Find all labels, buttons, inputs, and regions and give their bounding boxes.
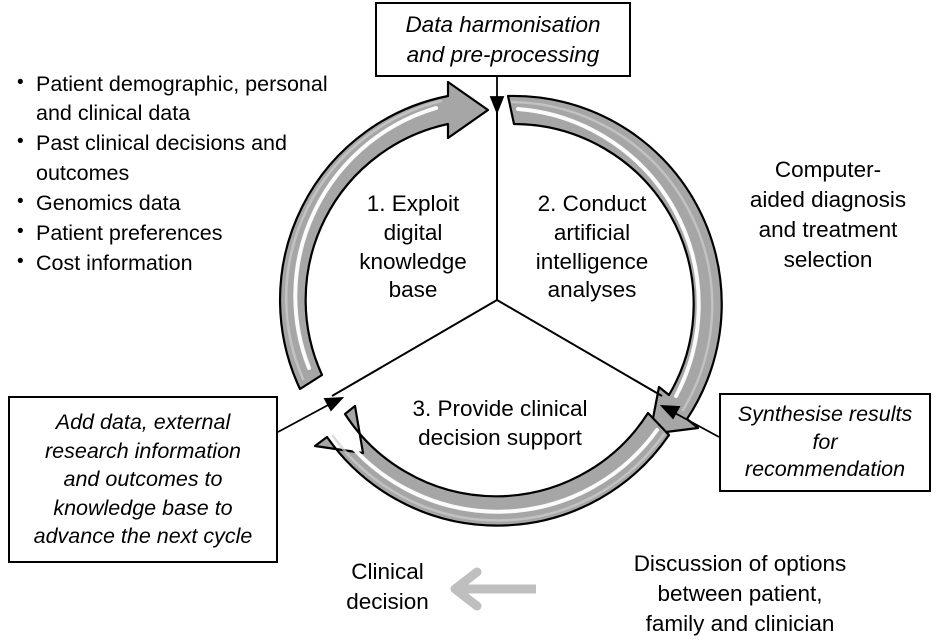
annotation-line: between patient, bbox=[657, 580, 823, 606]
bullet-icon: • bbox=[17, 131, 24, 153]
list-item-label: Patient preferences bbox=[36, 221, 223, 246]
bullet-icon: • bbox=[17, 221, 24, 243]
callout-line: and pre-processing bbox=[406, 41, 600, 67]
connector-left bbox=[277, 396, 345, 433]
segment-line: digital bbox=[383, 219, 443, 245]
connector-top bbox=[489, 77, 505, 115]
annotation-line: Clinical bbox=[351, 559, 424, 584]
annotation-discussion-of-options: Discussion of options between patient, f… bbox=[540, 549, 936, 639]
segment-line: 1. Exploit bbox=[366, 191, 460, 216]
callout-data-harmonisation: Data harmonisation and pre-processing bbox=[375, 2, 631, 77]
bullet-icon: • bbox=[17, 251, 24, 273]
segment-line: 3. Provide clinical bbox=[412, 396, 588, 421]
segment-line: base bbox=[388, 277, 438, 303]
list-item: • Patient demographic, personal and clin… bbox=[10, 70, 340, 128]
callout-line: research information bbox=[45, 438, 241, 463]
list-item: • Genomics data bbox=[10, 189, 340, 218]
list-item-label: Past clinical decisions and outcomes bbox=[36, 131, 287, 185]
list-item-label: Patient demographic, personal and clinic… bbox=[36, 72, 328, 126]
annotation-computer-aided-diagnosis: Computer- aided diagnosis and treatment … bbox=[728, 155, 928, 275]
callout-line: Add data, external bbox=[55, 410, 231, 435]
annotation-clinical-decision: Clinical decision bbox=[325, 557, 450, 617]
cycle-segment-3-label: 3. Provide clinical decision support bbox=[375, 395, 625, 453]
annotation-line: decision bbox=[346, 588, 429, 614]
callout-line: and outcomes to bbox=[63, 467, 223, 492]
annotation-line: family and clinician bbox=[645, 610, 835, 636]
callout-line: for bbox=[812, 429, 838, 454]
list-item-label: Cost information bbox=[36, 251, 193, 276]
callout-add-data: Add data, external research information … bbox=[8, 396, 278, 563]
divider-lower-left bbox=[331, 299, 498, 397]
annotation-line: selection bbox=[783, 246, 873, 272]
divider-lower-right bbox=[496, 299, 663, 397]
list-item-label: Genomics data bbox=[36, 190, 181, 215]
connector-right bbox=[659, 404, 720, 438]
list-item: • Cost information bbox=[10, 249, 340, 278]
callout-line: knowledge base to bbox=[53, 495, 233, 520]
callout-line: Synthesise results bbox=[737, 401, 913, 426]
annotation-line: and treatment bbox=[758, 216, 898, 242]
segment-line: artificial bbox=[553, 219, 631, 245]
annotation-line: Discussion of options bbox=[633, 551, 847, 576]
input-data-bullet-list: • Patient demographic, personal and clin… bbox=[10, 70, 340, 280]
callout-line: Data harmonisation bbox=[405, 12, 601, 38]
annotation-line: aided diagnosis bbox=[749, 186, 907, 212]
callout-line: advance the next cycle bbox=[33, 524, 253, 549]
cycle-segment-2-label: 2. Conduct artificial intelligence analy… bbox=[512, 190, 672, 305]
bullet-icon: • bbox=[17, 72, 24, 93]
segment-line: analyses bbox=[547, 277, 637, 303]
list-item: • Patient preferences bbox=[10, 219, 340, 248]
segment-line: decision support bbox=[418, 424, 582, 450]
segment-line: intelligence bbox=[535, 248, 649, 274]
list-item: • Past clinical decisions and outcomes bbox=[10, 129, 340, 187]
cycle-segment-1-label: 1. Exploit digital knowledge base bbox=[333, 190, 493, 305]
segment-line: 2. Conduct bbox=[537, 191, 647, 216]
callout-line: recommendation bbox=[744, 457, 906, 482]
bullet-icon: • bbox=[17, 190, 24, 212]
segment-line: knowledge bbox=[359, 248, 467, 274]
callout-synthesise-results: Synthesise results for recommendation bbox=[719, 393, 931, 492]
clinical-decision-arrow-icon bbox=[450, 567, 536, 611]
annotation-line: Computer- bbox=[774, 157, 882, 182]
